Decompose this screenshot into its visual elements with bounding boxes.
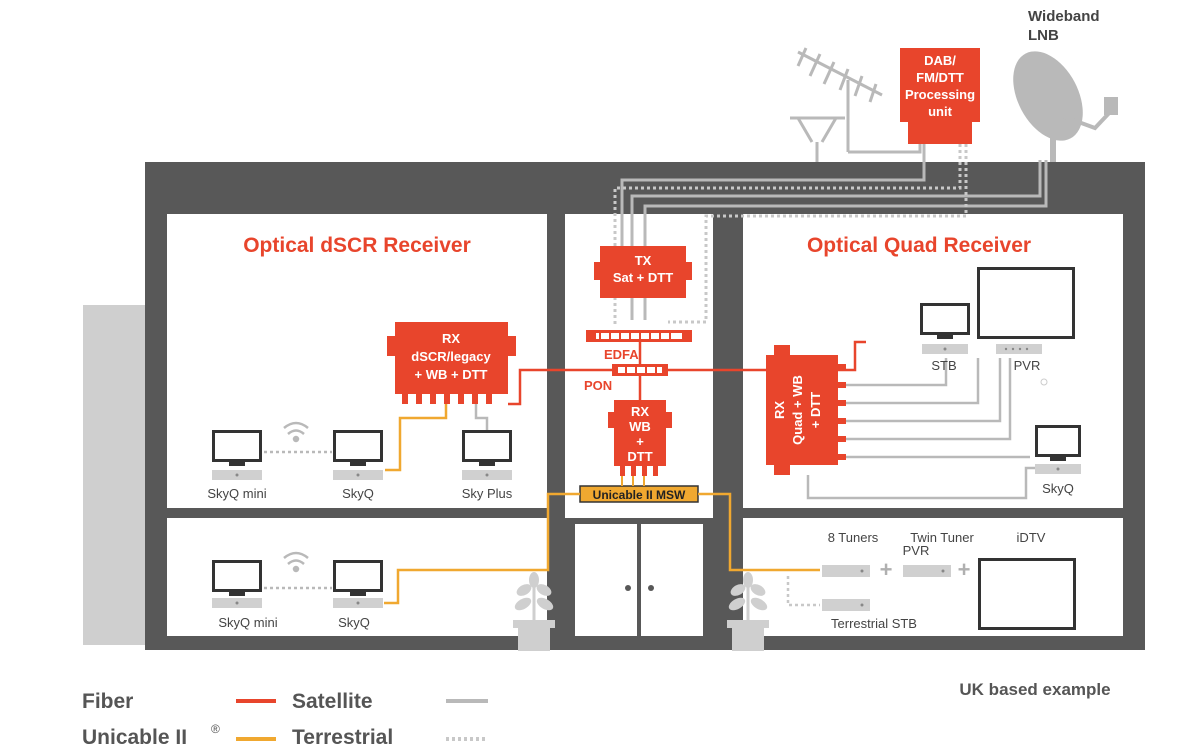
house-floor-left xyxy=(145,508,565,518)
rx-dscr-line3: + WB + DTT xyxy=(415,367,488,382)
rx-quad-line2: Quad + WB xyxy=(790,375,805,445)
satellite-dish-icon xyxy=(1013,51,1118,162)
label-skyq-mini-upper: SkyQ mini xyxy=(207,486,266,501)
label-pvr: PVR xyxy=(1014,358,1041,373)
label-terrestrial-stb: Terrestrial STB xyxy=(831,616,917,631)
plant-left xyxy=(513,572,555,651)
rx-quad-line1: RX xyxy=(772,401,787,419)
footnote: UK based example xyxy=(959,680,1110,699)
tv-skyq-mini-upper xyxy=(212,430,262,480)
wifi-icon-upper xyxy=(283,421,309,443)
house-wall-left xyxy=(145,162,167,650)
plus-sign-1: + xyxy=(880,557,893,582)
lnb-label-line1: Wideband xyxy=(1028,8,1100,25)
label-idtv: iDTV xyxy=(1017,530,1046,545)
unicable-msw: Unicable II MSW xyxy=(579,485,699,503)
rx-wb-line2: WB xyxy=(629,419,651,434)
lnb-label-line2: LNB xyxy=(1028,27,1059,44)
rx-dscr-unit: RX dSCR/legacy + WB + DTT xyxy=(387,322,516,404)
stb-8-tuners xyxy=(822,565,870,577)
house-base xyxy=(145,636,1145,650)
dscr-room-title: Optical dSCR Receiver xyxy=(243,234,471,257)
satellite-cables-roof xyxy=(620,144,1048,250)
dipole-antenna xyxy=(790,116,845,162)
chimney xyxy=(83,305,145,645)
tv-skyq-right xyxy=(1035,425,1081,474)
tx-line2: Sat + DTT xyxy=(613,270,673,285)
rx-dscr-line1: RX xyxy=(442,331,460,346)
plus-sign-2: + xyxy=(958,557,971,582)
fiber-cables xyxy=(508,340,866,406)
label-twin-tuner-1: Twin Tuner xyxy=(910,530,974,545)
pon-label: PON xyxy=(584,378,612,393)
door-right xyxy=(641,524,703,636)
edfa-label: EDFA xyxy=(604,347,639,362)
tv-pvr xyxy=(977,267,1075,386)
rx-quad-line3: + DTT xyxy=(808,392,823,429)
rx-wb-line1: RX xyxy=(631,404,649,419)
dab-processing-unit: DAB/ FM/DTT Processing unit xyxy=(900,48,980,144)
edfa-unit xyxy=(586,330,692,342)
rx-wb-to-msw xyxy=(621,476,645,486)
label-skyq-mini-lower: SkyQ mini xyxy=(218,615,277,630)
stb-terrestrial xyxy=(822,599,870,611)
legend-unicable-reg: ® xyxy=(211,722,220,736)
yagi-antenna xyxy=(796,47,883,152)
tv-stb xyxy=(920,303,970,354)
house-wall-center-right xyxy=(713,214,743,650)
tv-sky-plus xyxy=(462,430,512,480)
wifi-icon-lower xyxy=(283,551,309,573)
legend-satellite-label: Satellite xyxy=(292,690,373,713)
legend-terrestrial-label: Terrestrial xyxy=(292,726,393,749)
msw-label: Unicable II MSW xyxy=(593,488,686,502)
coax-to-skyplus xyxy=(474,404,489,430)
label-skyq-upper: SkyQ xyxy=(342,486,374,501)
rx-wb-line4: DTT xyxy=(627,449,652,464)
legend-unicable-label: Unicable II xyxy=(82,726,187,749)
tv-skyq-mini-lower xyxy=(212,560,262,608)
rx-dscr-line2: dSCR/legacy xyxy=(411,349,491,364)
door-left xyxy=(575,524,637,636)
rx-wb-unit: RX WB + DTT xyxy=(608,400,672,476)
dab-unit-line1: DAB/ xyxy=(924,53,956,68)
rx-quad-unit: RX Quad + WB + DTT xyxy=(766,345,846,475)
tx-line1: TX xyxy=(635,253,652,268)
dab-unit-line2: FM/DTT xyxy=(916,70,964,85)
label-skyq-lower: SkyQ xyxy=(338,615,370,630)
house-wall-right xyxy=(1123,162,1145,650)
label-stb: STB xyxy=(931,358,956,373)
door-knob-right xyxy=(648,585,654,591)
tx-sat-in xyxy=(630,298,647,320)
label-skyq-right: SkyQ xyxy=(1042,481,1074,496)
tv-skyq-lower xyxy=(333,560,383,608)
quad-coax-outputs xyxy=(806,358,1035,500)
tv-skyq-upper xyxy=(333,430,383,480)
tx-unit: TX Sat + DTT xyxy=(594,246,692,298)
coax-to-terrestrial-stb xyxy=(786,576,820,607)
stb-twin-tuner-pvr xyxy=(903,565,951,577)
pon-splitter xyxy=(612,364,668,376)
house-wall-center-left xyxy=(547,214,565,650)
dab-unit-line3: Processing xyxy=(905,87,975,102)
plant-right xyxy=(727,572,769,651)
quad-room-title: Optical Quad Receiver xyxy=(807,234,1031,257)
rx-wb-line3: + xyxy=(636,434,644,449)
unicable-to-skyq-upper xyxy=(385,404,448,472)
house-floor-right xyxy=(713,508,1133,518)
label-sky-plus: Sky Plus xyxy=(462,486,513,501)
label-twin-tuner-2: PVR xyxy=(903,543,930,558)
tv-idtv xyxy=(978,558,1076,630)
msw-to-8tuners xyxy=(698,492,820,572)
dab-unit-line4: unit xyxy=(928,104,952,119)
label-8-tuners: 8 Tuners xyxy=(828,530,879,545)
legend-fiber-label: Fiber xyxy=(82,690,133,713)
msw-to-skyq-lower xyxy=(384,492,580,605)
door-knob-left xyxy=(625,585,631,591)
